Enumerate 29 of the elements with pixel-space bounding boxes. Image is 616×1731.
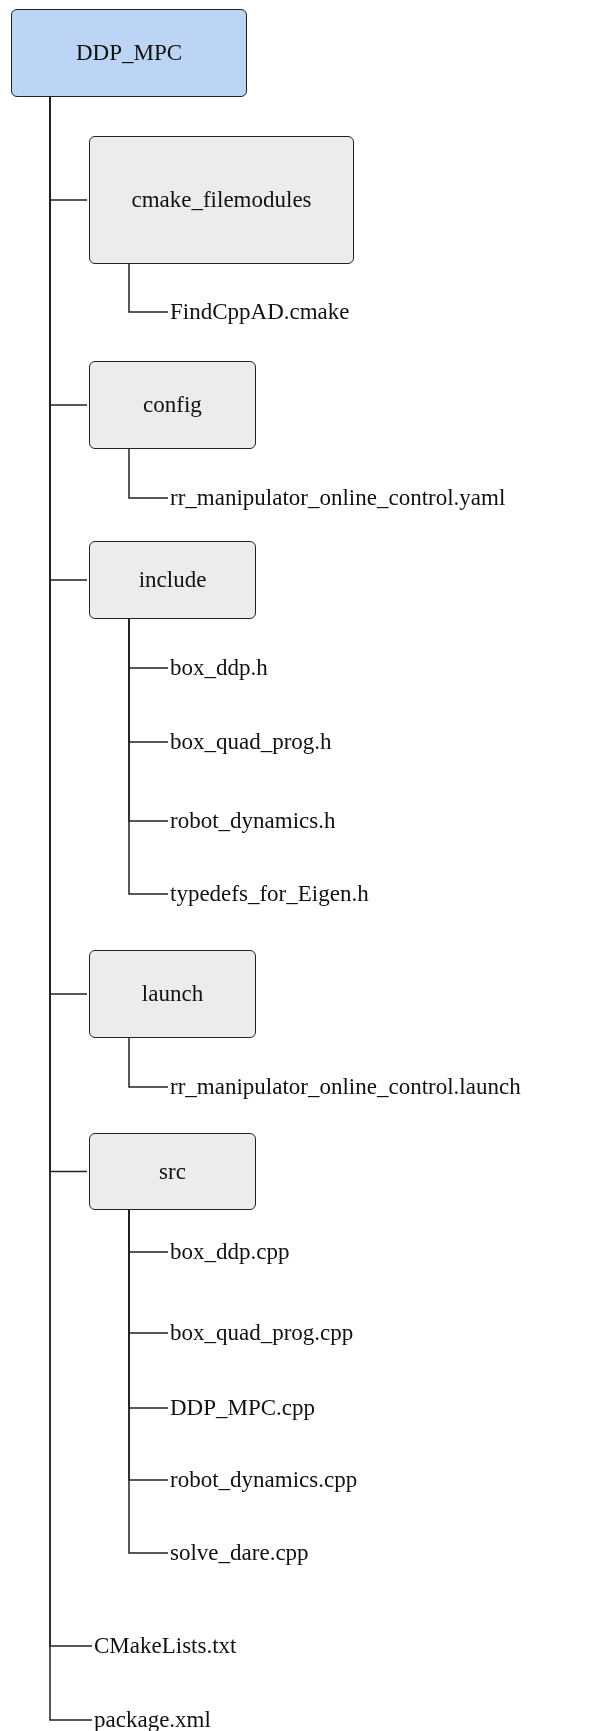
folder-name: include	[138, 567, 207, 593]
file-name: box_ddp.cpp	[170, 1237, 290, 1267]
file-name: DDP_MPC.cpp	[170, 1393, 316, 1423]
folder-name: launch	[141, 981, 204, 1007]
file-name: box_quad_prog.h	[170, 727, 332, 757]
file-name: rr_manipulator_online_control.yaml	[170, 483, 506, 513]
tree-connector	[128, 618, 169, 895]
file-name: box_quad_prog.cpp	[170, 1318, 354, 1348]
file-name: FindCppAD.cmake	[170, 297, 350, 327]
folder-box	[89, 950, 256, 1038]
folder-box	[11, 9, 247, 97]
tree-connector	[128, 1037, 169, 1088]
folder-name: src	[159, 1158, 186, 1185]
folder-box	[89, 1133, 256, 1210]
file-name: robot_dynamics.h	[170, 806, 336, 836]
file-name: typedefs_for_Eigen.h	[170, 879, 369, 909]
file-name: CMakeLists.txt	[94, 1631, 237, 1661]
file-name: solve_dare.cpp	[170, 1538, 309, 1568]
file-name: robot_dynamics.cpp	[170, 1465, 358, 1495]
file-name: rr_manipulator_online_control.launch	[170, 1072, 521, 1102]
file-name: box_ddp.h	[170, 653, 268, 683]
tree-connector	[128, 448, 169, 499]
folder-name: cmake_filemodules	[131, 187, 312, 213]
folder-box	[89, 136, 354, 264]
folder-box	[89, 361, 256, 449]
folder-name: config	[143, 392, 202, 418]
tree-connector	[128, 263, 169, 313]
folder-name: DDP_MPC	[75, 40, 183, 66]
folder-box	[89, 541, 256, 619]
